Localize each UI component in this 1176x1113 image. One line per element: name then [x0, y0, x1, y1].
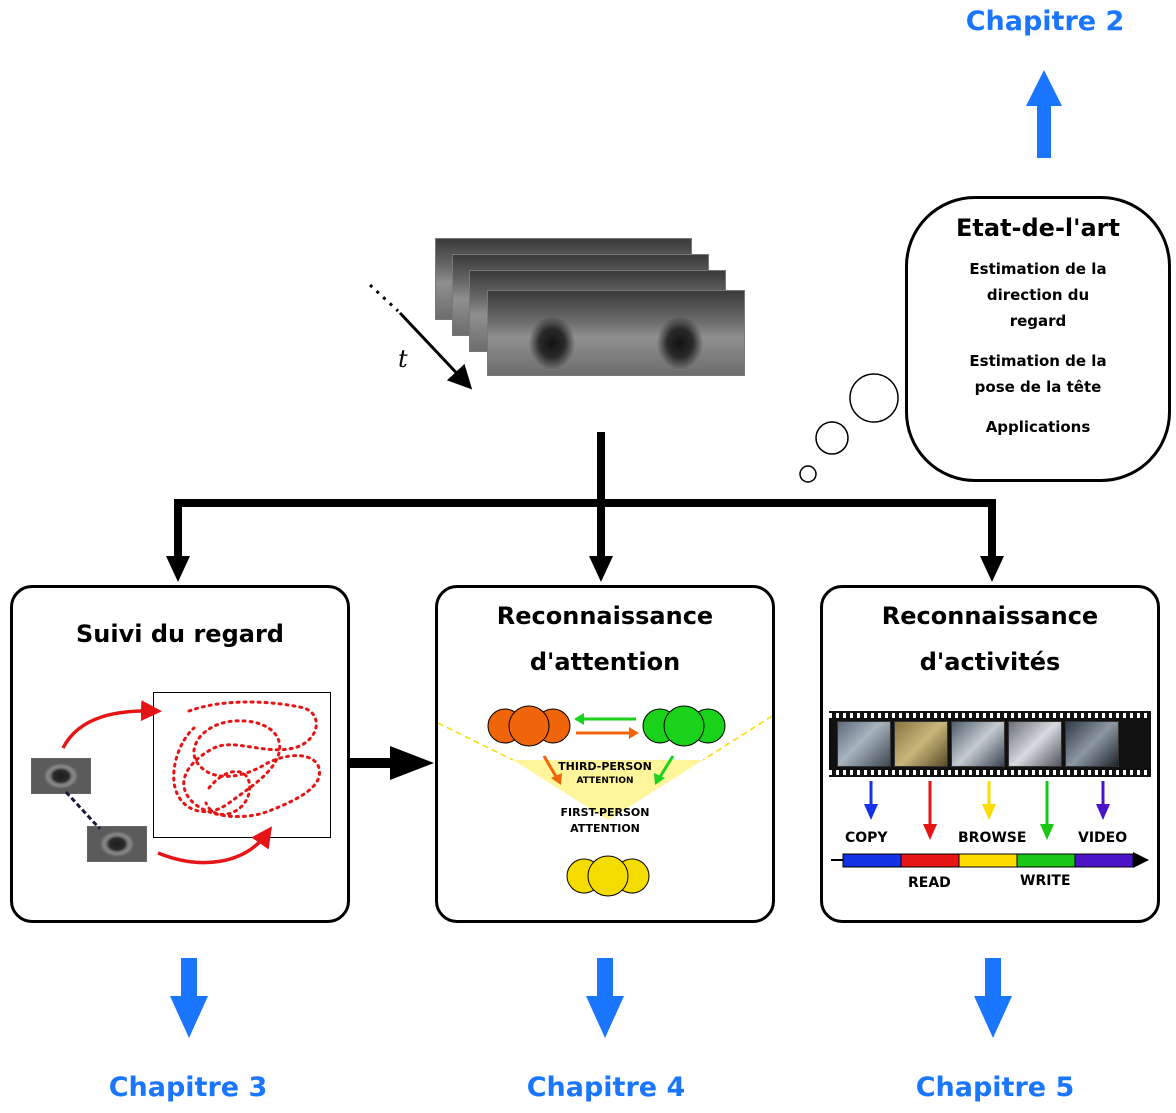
chapter-4-label: Chapitre 4 — [526, 1072, 686, 1103]
film-frame-copy — [837, 721, 891, 767]
activities-box: Reconnaissance d'activités COPY READ BRO… — [820, 585, 1160, 923]
film-frame-write — [1008, 721, 1062, 767]
activities-box-title-line2: d'activités — [919, 648, 1061, 676]
activity-label-write: WRITE — [1020, 873, 1071, 889]
activities-box-title-line1: Reconnaissance — [881, 602, 1099, 630]
timeline-segment-browse — [958, 853, 1018, 868]
down-arrow-head-attention — [589, 556, 613, 582]
state-of-art-bubble: Etat-de-l'art Estimation de la direction… — [905, 196, 1171, 482]
activity-label-video: VIDEO — [1078, 830, 1128, 846]
thought-bubble-large — [849, 373, 899, 423]
time-arrow-icon — [368, 283, 473, 390]
down-arrow-chapter3-icon — [170, 958, 208, 1038]
timeline-segment-copy — [842, 853, 902, 868]
green-person-icon — [642, 705, 726, 747]
attention-box-title-line1: Reconnaissance — [496, 602, 714, 630]
thought-bubble-small — [799, 465, 817, 483]
third-person-label: THIRD-PERSON ATTENTION — [438, 760, 772, 788]
film-frame-read — [894, 721, 948, 767]
eye-thumbnail-bottom — [87, 826, 147, 862]
time-label: t — [398, 345, 408, 373]
gaze-scanpath-panel — [153, 692, 331, 838]
gaze-tracking-box: Suivi du regard — [10, 585, 350, 923]
activity-label-browse: BROWSE — [958, 830, 1027, 846]
activity-label-read: READ — [908, 875, 951, 891]
state-of-art-title: Etat-de-l'art — [956, 214, 1120, 242]
orange-person-icon — [487, 705, 571, 747]
attention-box-title-line2: d'attention — [529, 648, 681, 676]
attention-box: Reconnaissance d'attention — [435, 585, 775, 923]
scanpath-drawing — [172, 700, 321, 819]
chapter-5-label: Chapitre 5 — [915, 1072, 1075, 1103]
yellow-person-icon — [566, 855, 650, 897]
down-arrow-head-activities — [980, 556, 1004, 582]
eye-frame — [487, 290, 745, 376]
chapter-3-label: Chapitre 3 — [108, 1072, 268, 1103]
timeline-segment-write — [1016, 853, 1076, 868]
gaze-box-title: Suivi du regard — [76, 620, 284, 648]
timeline-segment-video — [1074, 853, 1134, 868]
down-arrow-head-gaze — [166, 556, 190, 582]
connector-tree — [174, 432, 996, 560]
third-person-label-line2: ATTENTION — [576, 776, 634, 786]
first-person-label: FIRST-PERSON ATTENTION — [438, 805, 772, 837]
up-arrow-icon — [1026, 70, 1062, 158]
film-frame-browse — [951, 721, 1005, 767]
attention-diagram — [438, 705, 772, 897]
third-person-label-line1: THIRD-PERSON — [558, 760, 652, 773]
down-arrow-chapter5-icon — [974, 958, 1012, 1038]
film-frame-video — [1065, 721, 1119, 767]
down-arrow-chapter4-icon — [586, 958, 624, 1038]
eye-thumbnail-top — [31, 758, 91, 794]
thought-bubble-medium — [815, 421, 849, 455]
first-person-label-line2: ATTENTION — [570, 822, 640, 835]
timeline-segment-read — [900, 853, 960, 868]
right-arrow-icon — [348, 746, 434, 780]
state-of-art-item-applications: Applications — [985, 418, 1091, 436]
activity-arrows — [831, 781, 1149, 868]
state-of-art-item-head-pose: Estimation de la pose de la tête — [969, 352, 1107, 396]
film-strip — [829, 711, 1151, 777]
first-person-label-line1: FIRST-PERSON — [560, 806, 650, 819]
state-of-art-item-gaze: Estimation de la direction du regard — [969, 260, 1107, 330]
activity-label-copy: COPY — [845, 830, 888, 846]
chapter-2-label: Chapitre 2 — [965, 6, 1125, 37]
